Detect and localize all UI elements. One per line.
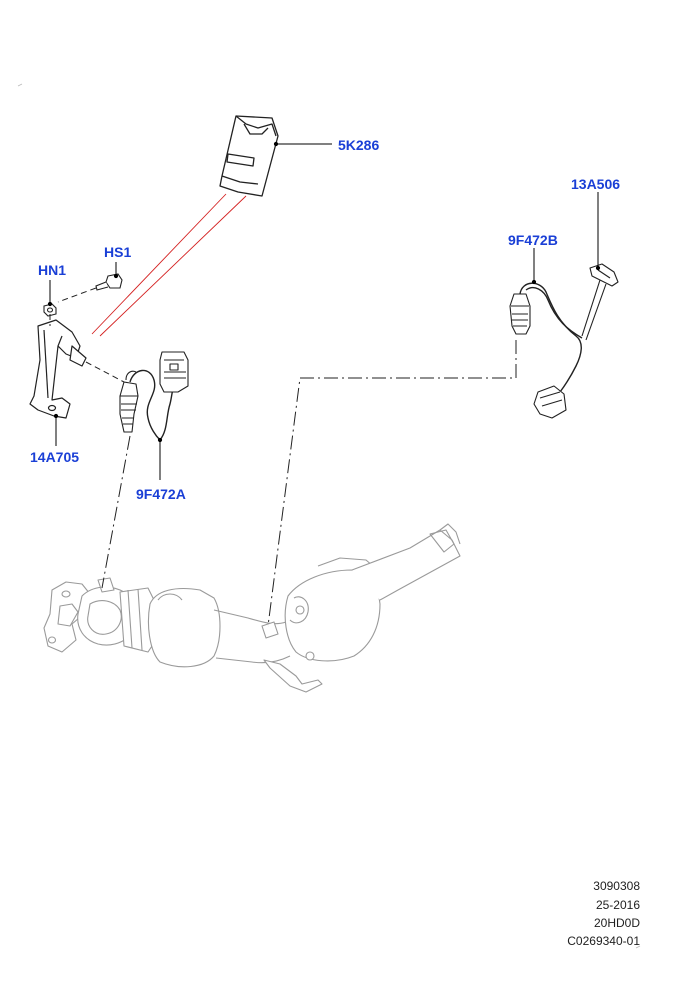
corner-mark xyxy=(17,83,23,87)
callout-14a705: 14A705 xyxy=(30,449,80,465)
callout-hn1: HN1 xyxy=(38,262,67,278)
info-line-4: C0269340-01 xyxy=(567,934,640,948)
heat-shield-5k286 xyxy=(219,115,279,197)
callout-hs1: HS1 xyxy=(104,244,132,260)
info-line-1: 3090308 xyxy=(593,879,640,893)
info-line-2: 25-2016 xyxy=(595,898,640,912)
callout-13a506: 13A506 xyxy=(571,176,621,192)
leader-lines xyxy=(47,141,601,480)
heat-shield-alignment-lines xyxy=(91,193,247,337)
fastener-lines xyxy=(49,287,125,383)
callout-5k286: 5K286 xyxy=(338,137,380,153)
exhaust-assembly xyxy=(43,523,461,693)
callout-9f472a: 9F472A xyxy=(136,486,186,502)
bracket-14a705 xyxy=(29,319,87,419)
oxygen-sensor-9f472b xyxy=(509,282,583,419)
clip-13a506 xyxy=(581,263,619,341)
bolt-hs1 xyxy=(95,273,123,291)
assembly-lines xyxy=(101,340,517,627)
info-line-3: 20HD0D xyxy=(593,916,640,930)
oxygen-sensor-9f472a xyxy=(119,351,189,441)
corner-mark xyxy=(635,945,641,949)
callout-9f472b: 9F472B xyxy=(508,232,558,248)
